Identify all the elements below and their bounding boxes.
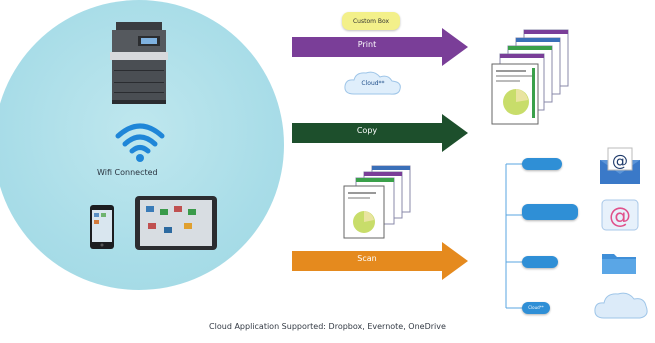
printed-documents-stack [491,29,569,125]
multifunction-printer-icon [110,22,168,104]
cloud-apps-caption: Cloud Application Supported: Dropbox, Ev… [209,322,446,331]
svg-text:@: @ [609,204,631,229]
scan-destinations-bracket [505,163,522,309]
email-envelope-icon: @ [600,147,640,184]
cloud-icon [344,71,401,95]
folder-icon [602,254,636,274]
copied-documents-stack [343,165,411,239]
wifi-icon [115,123,165,162]
scan-destination-cloud: Cloud** [522,302,550,314]
copy-arrow [292,114,468,152]
custom-box-badge: Custom Box [342,12,400,30]
tablet-icon [135,196,217,250]
print-arrow [292,28,468,66]
wifi-connected-label: Wifi Connected [97,168,158,177]
scan-arrow [292,242,468,280]
scan-label: Scan [357,254,377,263]
smartphone-icon [90,205,114,249]
cloud-label: Cloud** [361,80,385,87]
scan-destination-folder [522,256,558,268]
svg-text:@: @ [612,151,628,170]
scan-destination-email-alt [522,204,578,220]
scan-destination-email [522,158,562,170]
copy-label: Copy [356,126,378,135]
print-label: Print [357,40,377,49]
cloud-storage-icon [594,292,648,319]
email-at-icon: @ [601,199,639,231]
